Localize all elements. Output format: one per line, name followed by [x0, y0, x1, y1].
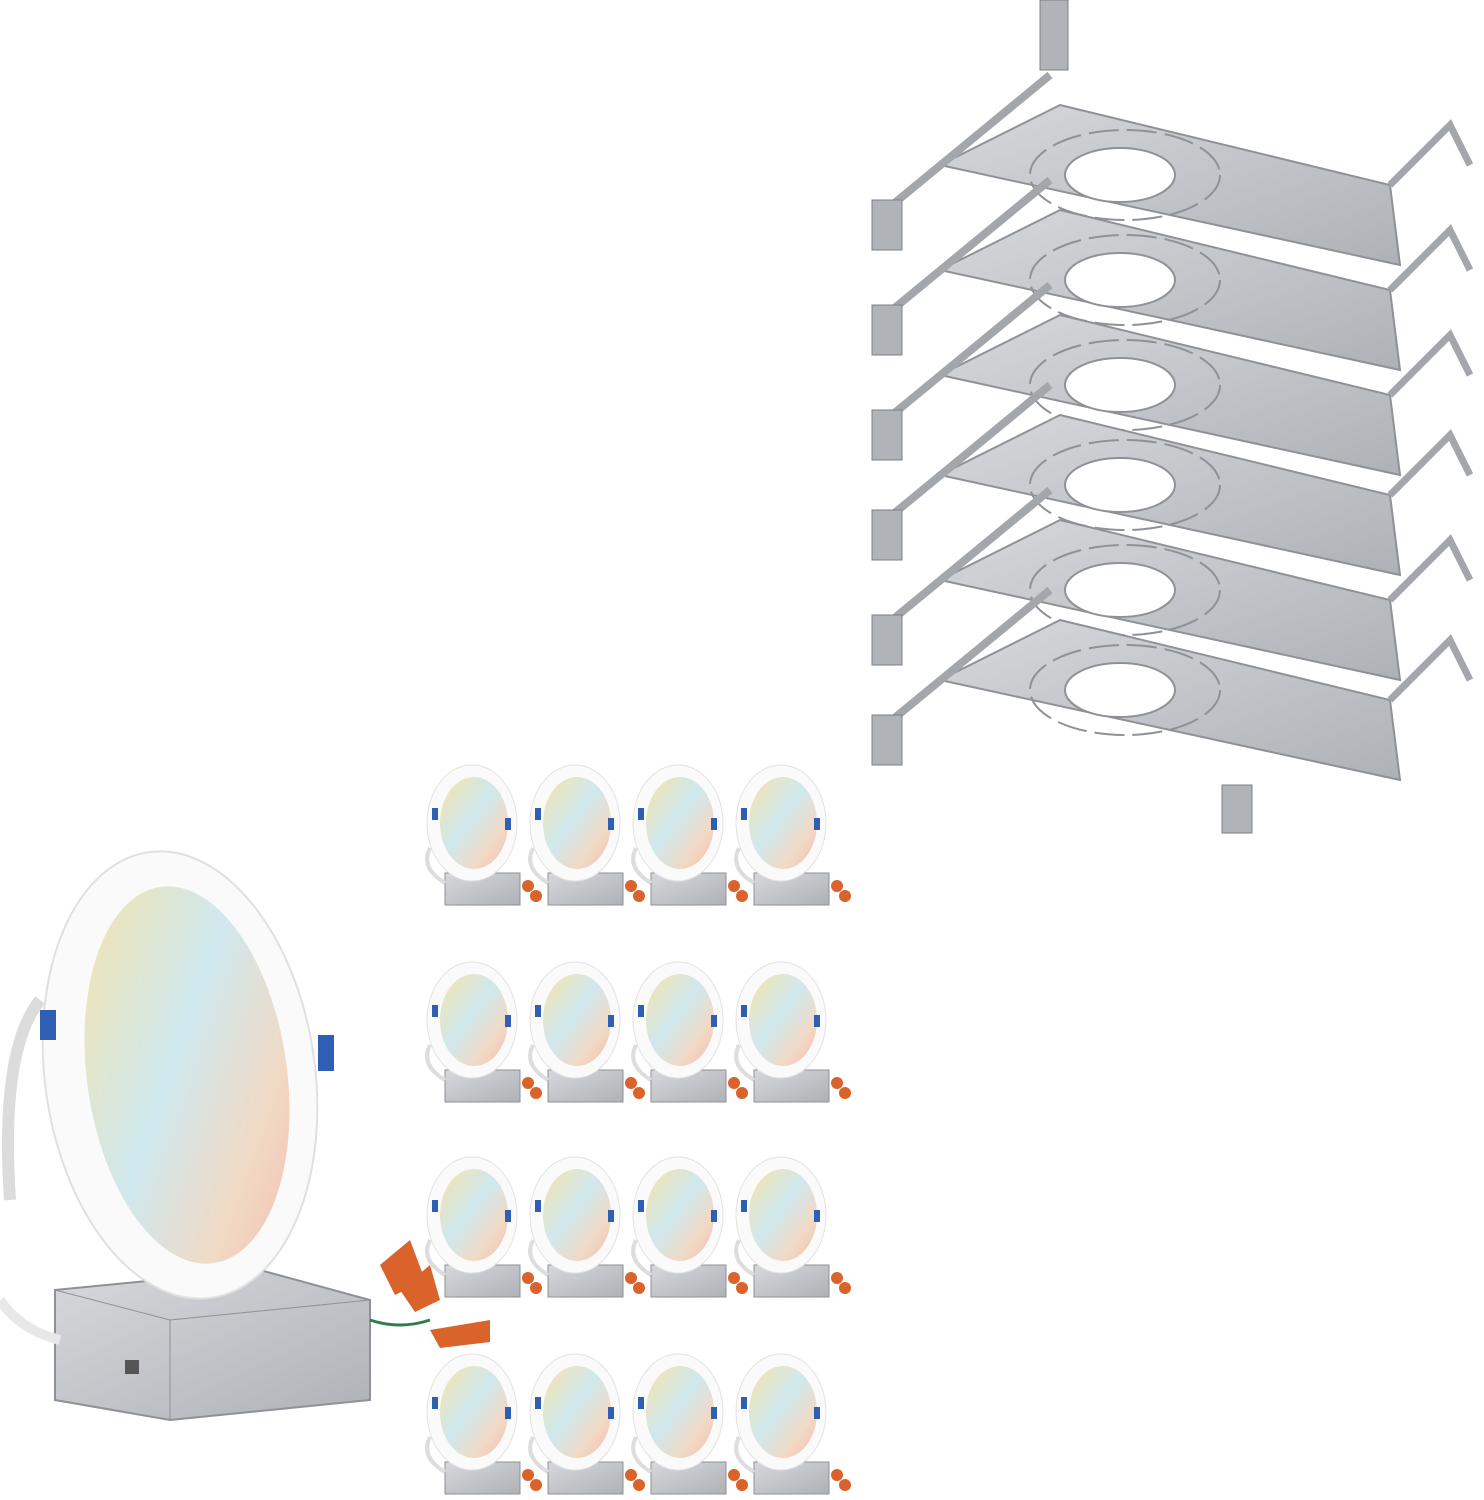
large-downlight: [0, 850, 490, 1422]
small-downlight-grid: [425, 763, 853, 1496]
mounting-plate-stack: [872, 0, 1470, 834]
